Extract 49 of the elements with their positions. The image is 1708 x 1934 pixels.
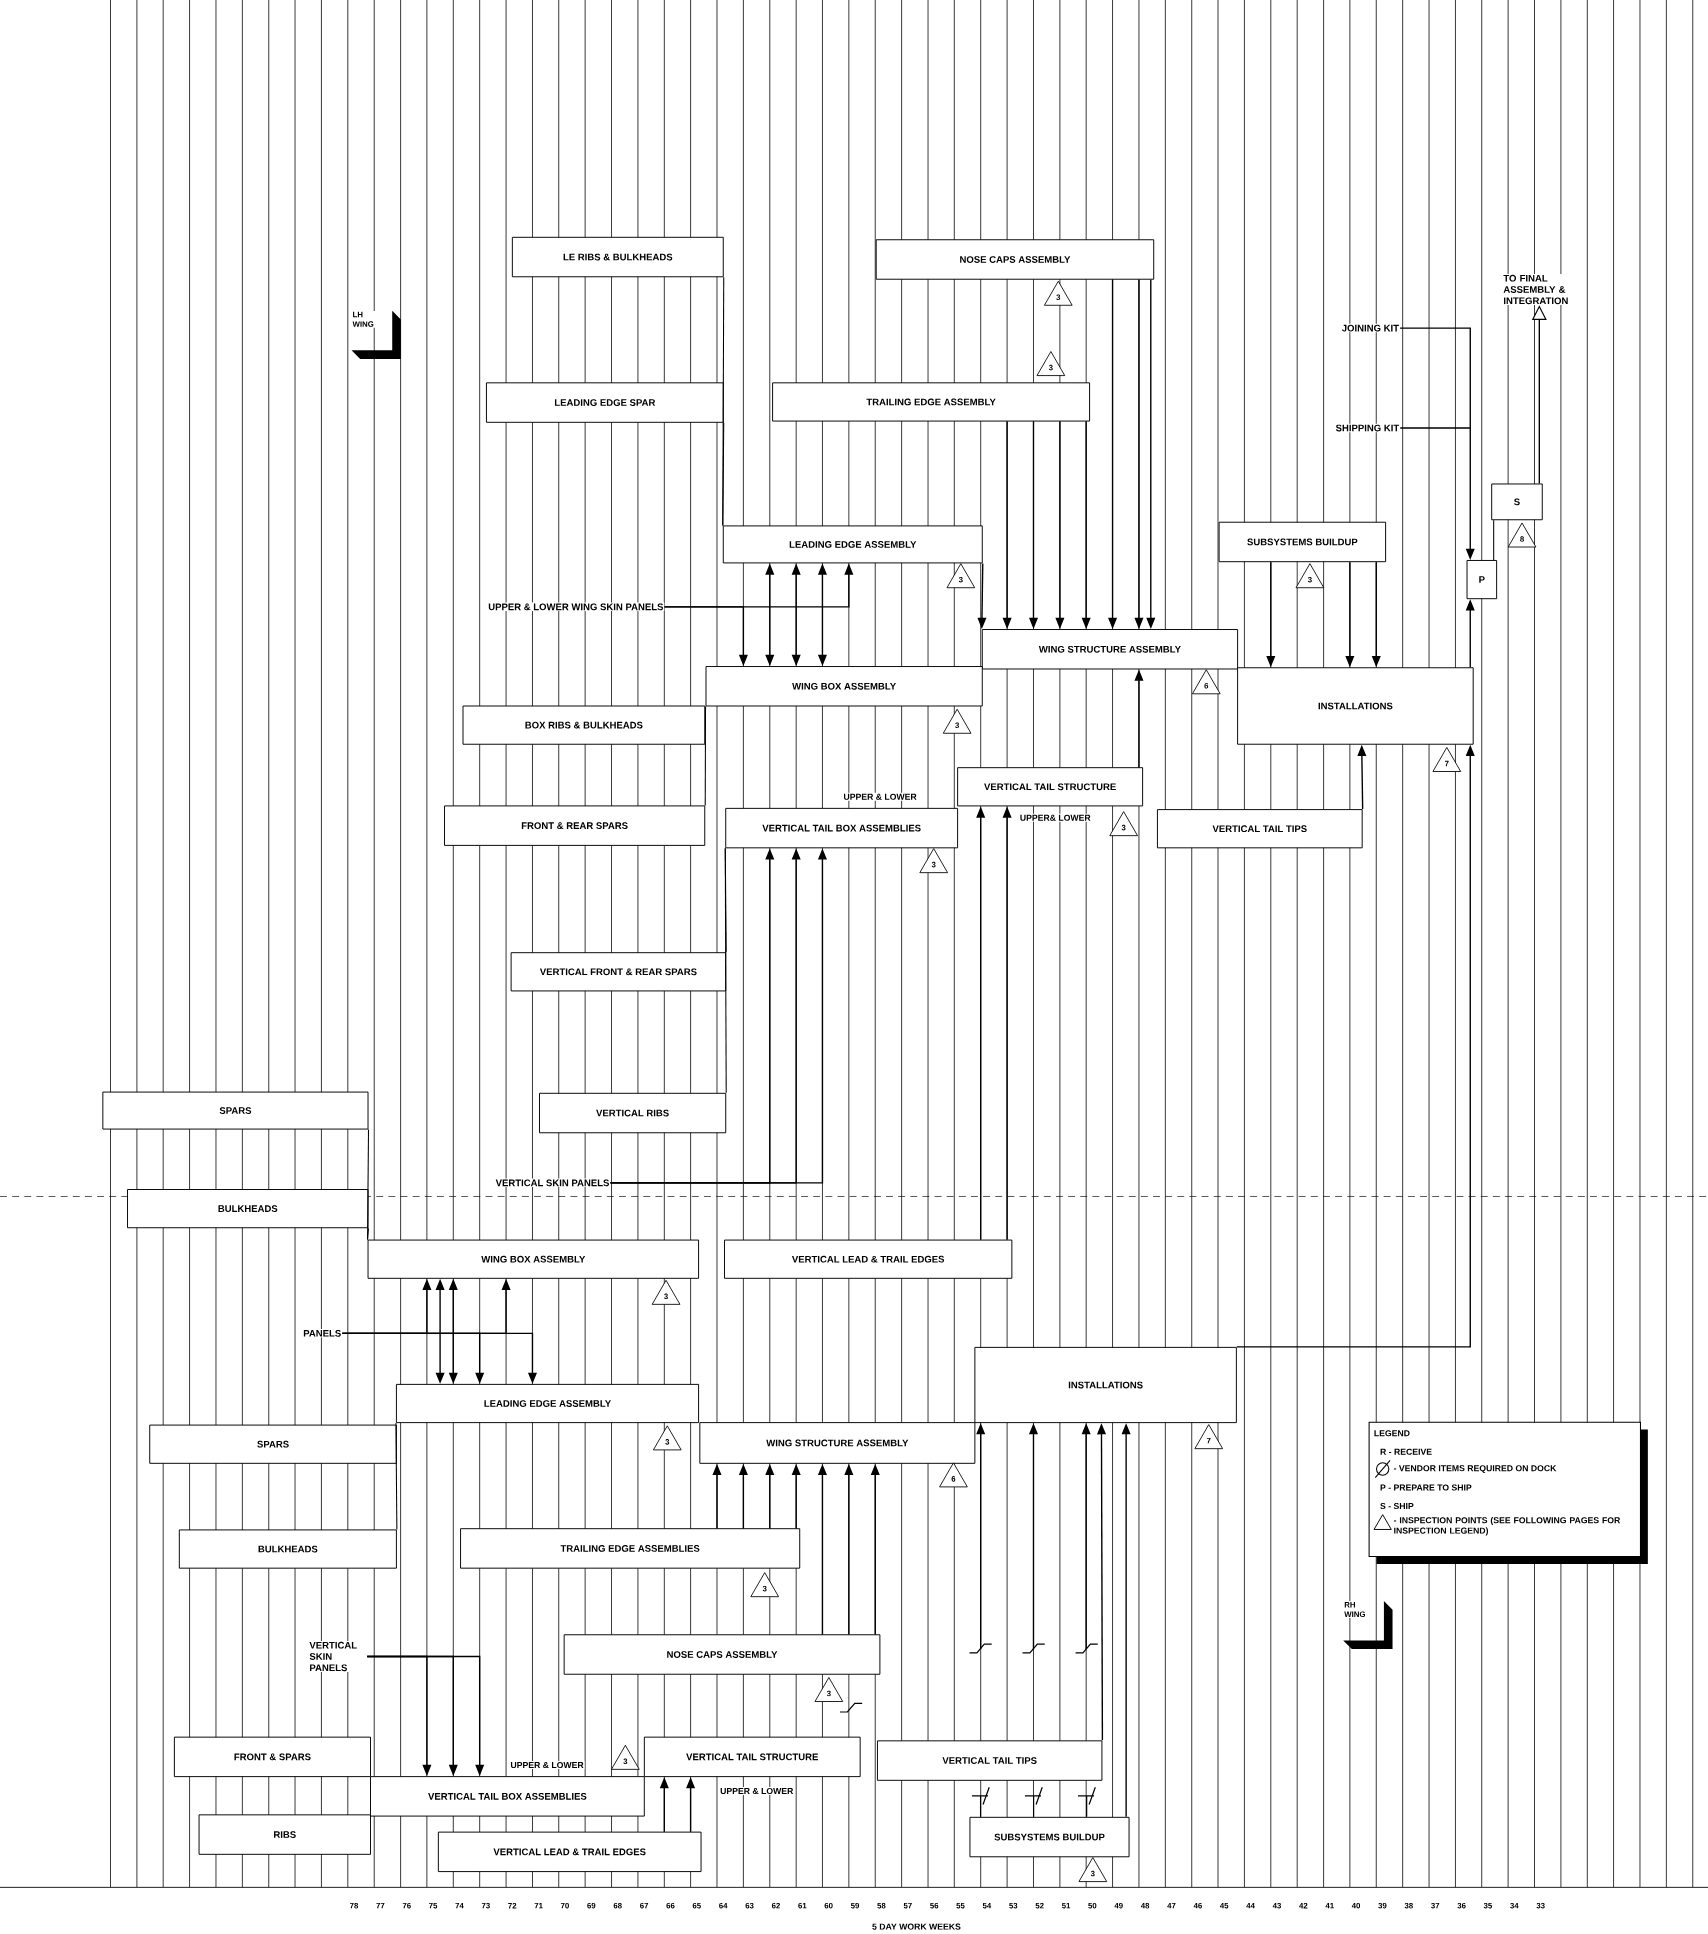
input-label: SHIPPING KIT [1334, 423, 1400, 433]
process-box: VERTICAL TAIL TIPS [876, 1740, 1103, 1781]
process-box: VERTICAL LEAD & TRAIL EDGES [723, 1239, 1013, 1279]
process-box: FRONT & REAR SPARS [443, 805, 706, 846]
process-box: INSTALLATIONS [1237, 667, 1474, 745]
process-box: FRONT & SPARS [173, 1736, 371, 1778]
connector-line [724, 847, 727, 1094]
input-label: JOINING KIT [1340, 323, 1400, 333]
process-box: LEADING EDGE SPAR [485, 382, 724, 423]
axis-title: 5 DAY WORK WEEKS [872, 1923, 961, 1930]
process-box: VERTICAL LEAD & TRAIL EDGES [437, 1831, 702, 1873]
input-label: PANELS [302, 1329, 342, 1338]
process-box: SPARS [149, 1424, 397, 1464]
process-box: VERTICAL TAIL TIPS [1156, 809, 1363, 849]
connector-line [704, 705, 706, 806]
process-box: VERTICAL TAIL BOX ASSEMBLIES [369, 1776, 645, 1817]
process-box: VERTICAL RIBS [538, 1092, 727, 1134]
legend-entry: - VENDOR ITEMS REQUIRED ON DOCK [1393, 1465, 1557, 1473]
process-box: BOX RIBS & BULKHEADS [462, 705, 706, 745]
process-box: SPARS [102, 1091, 369, 1130]
process-box: VERTICAL TAIL STRUCTURE [957, 767, 1143, 807]
input-label: VERTICAL SKIN PANELS [308, 1641, 367, 1672]
connector-line [366, 1227, 369, 1241]
process-box: TRAILING EDGE ASSEMBLY [772, 382, 1090, 422]
input-label: VERTICAL SKIN PANELS [494, 1178, 611, 1188]
ship-step-box: P [1466, 560, 1497, 600]
legend-entry: S - SHIP [1380, 1502, 1414, 1510]
legend-title: LEGEND [1372, 1429, 1411, 1438]
legend-entry: P - PREPARE TO SHIP [1380, 1484, 1472, 1491]
input-label: UPPER & LOWER WING SKIN PANELS [487, 602, 665, 612]
connector-line [722, 422, 725, 526]
connector-line [395, 1422, 398, 1530]
annotation-label: UPPER & LOWER [509, 1761, 585, 1769]
arrow [1531, 305, 1547, 485]
process-box: VERTICAL TAIL STRUCTURE [643, 1736, 861, 1778]
process-box: LE RIBS & BULKHEADS [511, 236, 724, 278]
legend-entry: R - RECEIVE [1380, 1448, 1432, 1455]
process-box: NOSE CAPS ASSEMBLY [563, 1634, 881, 1675]
process-box: BULKHEADS [178, 1529, 397, 1569]
process-box: INSTALLATIONS [974, 1346, 1237, 1424]
process-box: TRAILING EDGE ASSEMBLIES [459, 1528, 801, 1569]
annotation-label: UPPER& LOWER [1018, 813, 1092, 822]
process-box: RIBS [198, 1814, 371, 1855]
process-box: VERTICAL FRONT & REAR SPARS [510, 952, 727, 992]
annotation-label: UPPER & LOWER [719, 1787, 795, 1795]
legend-entry: - INSPECTION POINTS (SEE FOLLOWING PAGES FOR INSPECTION LEGEND) [1393, 1516, 1620, 1536]
annotation-label: UPPER & LOWER [842, 792, 918, 801]
connector-line [1493, 519, 1495, 561]
process-box: BULKHEADS [126, 1189, 369, 1229]
